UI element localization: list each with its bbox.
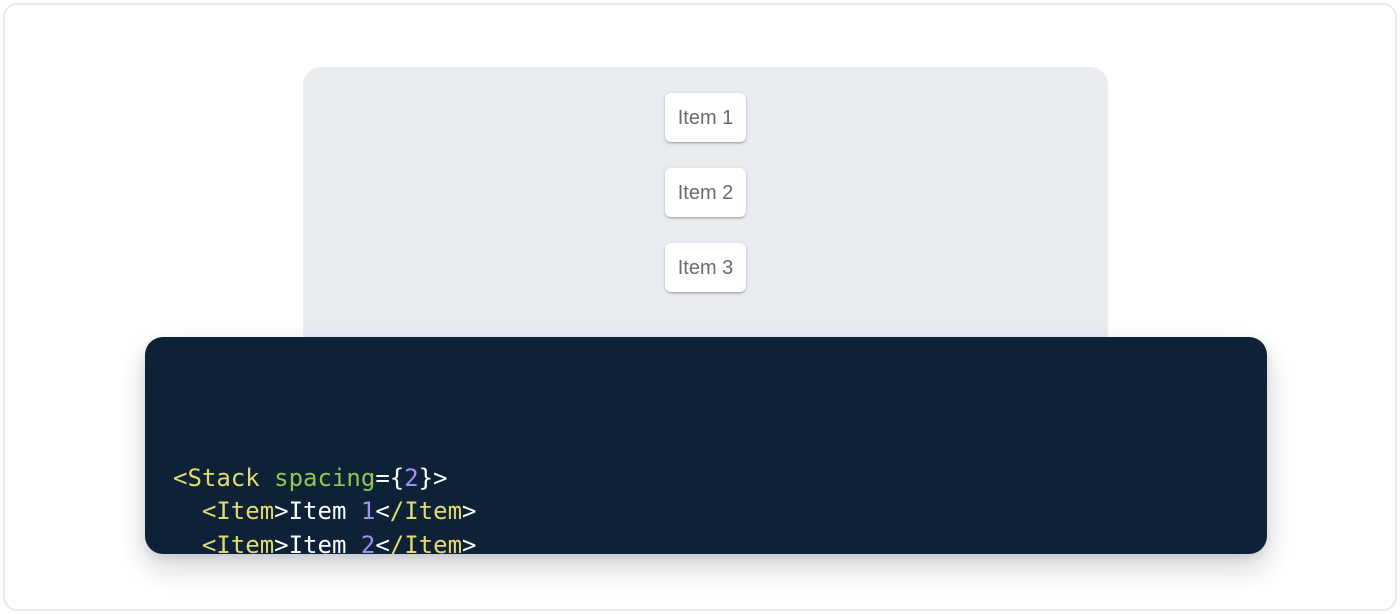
stack-item-label: Item 3 — [677, 256, 734, 279]
code-token-plain — [173, 497, 202, 525]
code-line: <Item>Item 2</Item> — [173, 529, 1239, 555]
code-token-tag: <Stack — [173, 463, 260, 492]
stack-item-label: Item 1 — [677, 106, 734, 129]
code-token-tag: /Item — [389, 497, 463, 525]
code-token-tag: <Item — [201, 497, 275, 525]
code-token-plain: > — [274, 497, 289, 525]
code-token-plain: Item — [288, 497, 361, 525]
demo-panel: Item 1 Item 2 Item 3 — [303, 67, 1108, 351]
code-token-plain: > — [274, 530, 289, 555]
code-token-num: 2 — [360, 530, 376, 555]
code-line: <Stack spacing={2}> — [173, 462, 1239, 496]
stack-item-label: Item 2 — [677, 181, 734, 204]
code-token-plain: < — [375, 530, 390, 555]
code-token-plain: }> — [418, 463, 448, 492]
code-token-plain: Item — [288, 530, 361, 555]
stack-item: Item 1 — [665, 93, 746, 142]
code-token-attr: spacing — [274, 463, 376, 492]
code-token-plain — [260, 464, 274, 492]
code-line: <Item>Item 1</Item> — [173, 495, 1239, 529]
code-token-plain: > — [462, 497, 477, 525]
code-token-num: 1 — [360, 497, 376, 525]
code-block: <Stack spacing={2}> <Item>Item 1</Item> … — [145, 337, 1267, 554]
code-token-tag: /Item — [389, 530, 463, 555]
code-token-plain: < — [375, 497, 390, 525]
code-token-num: 2 — [404, 463, 419, 492]
code-token-tag: <Item — [201, 530, 275, 555]
code-token-plain: ={ — [375, 463, 405, 492]
stack-item: Item 3 — [665, 243, 746, 292]
code-token-plain — [173, 531, 202, 555]
code-token-plain: > — [462, 530, 477, 555]
stack-item: Item 2 — [665, 168, 746, 217]
